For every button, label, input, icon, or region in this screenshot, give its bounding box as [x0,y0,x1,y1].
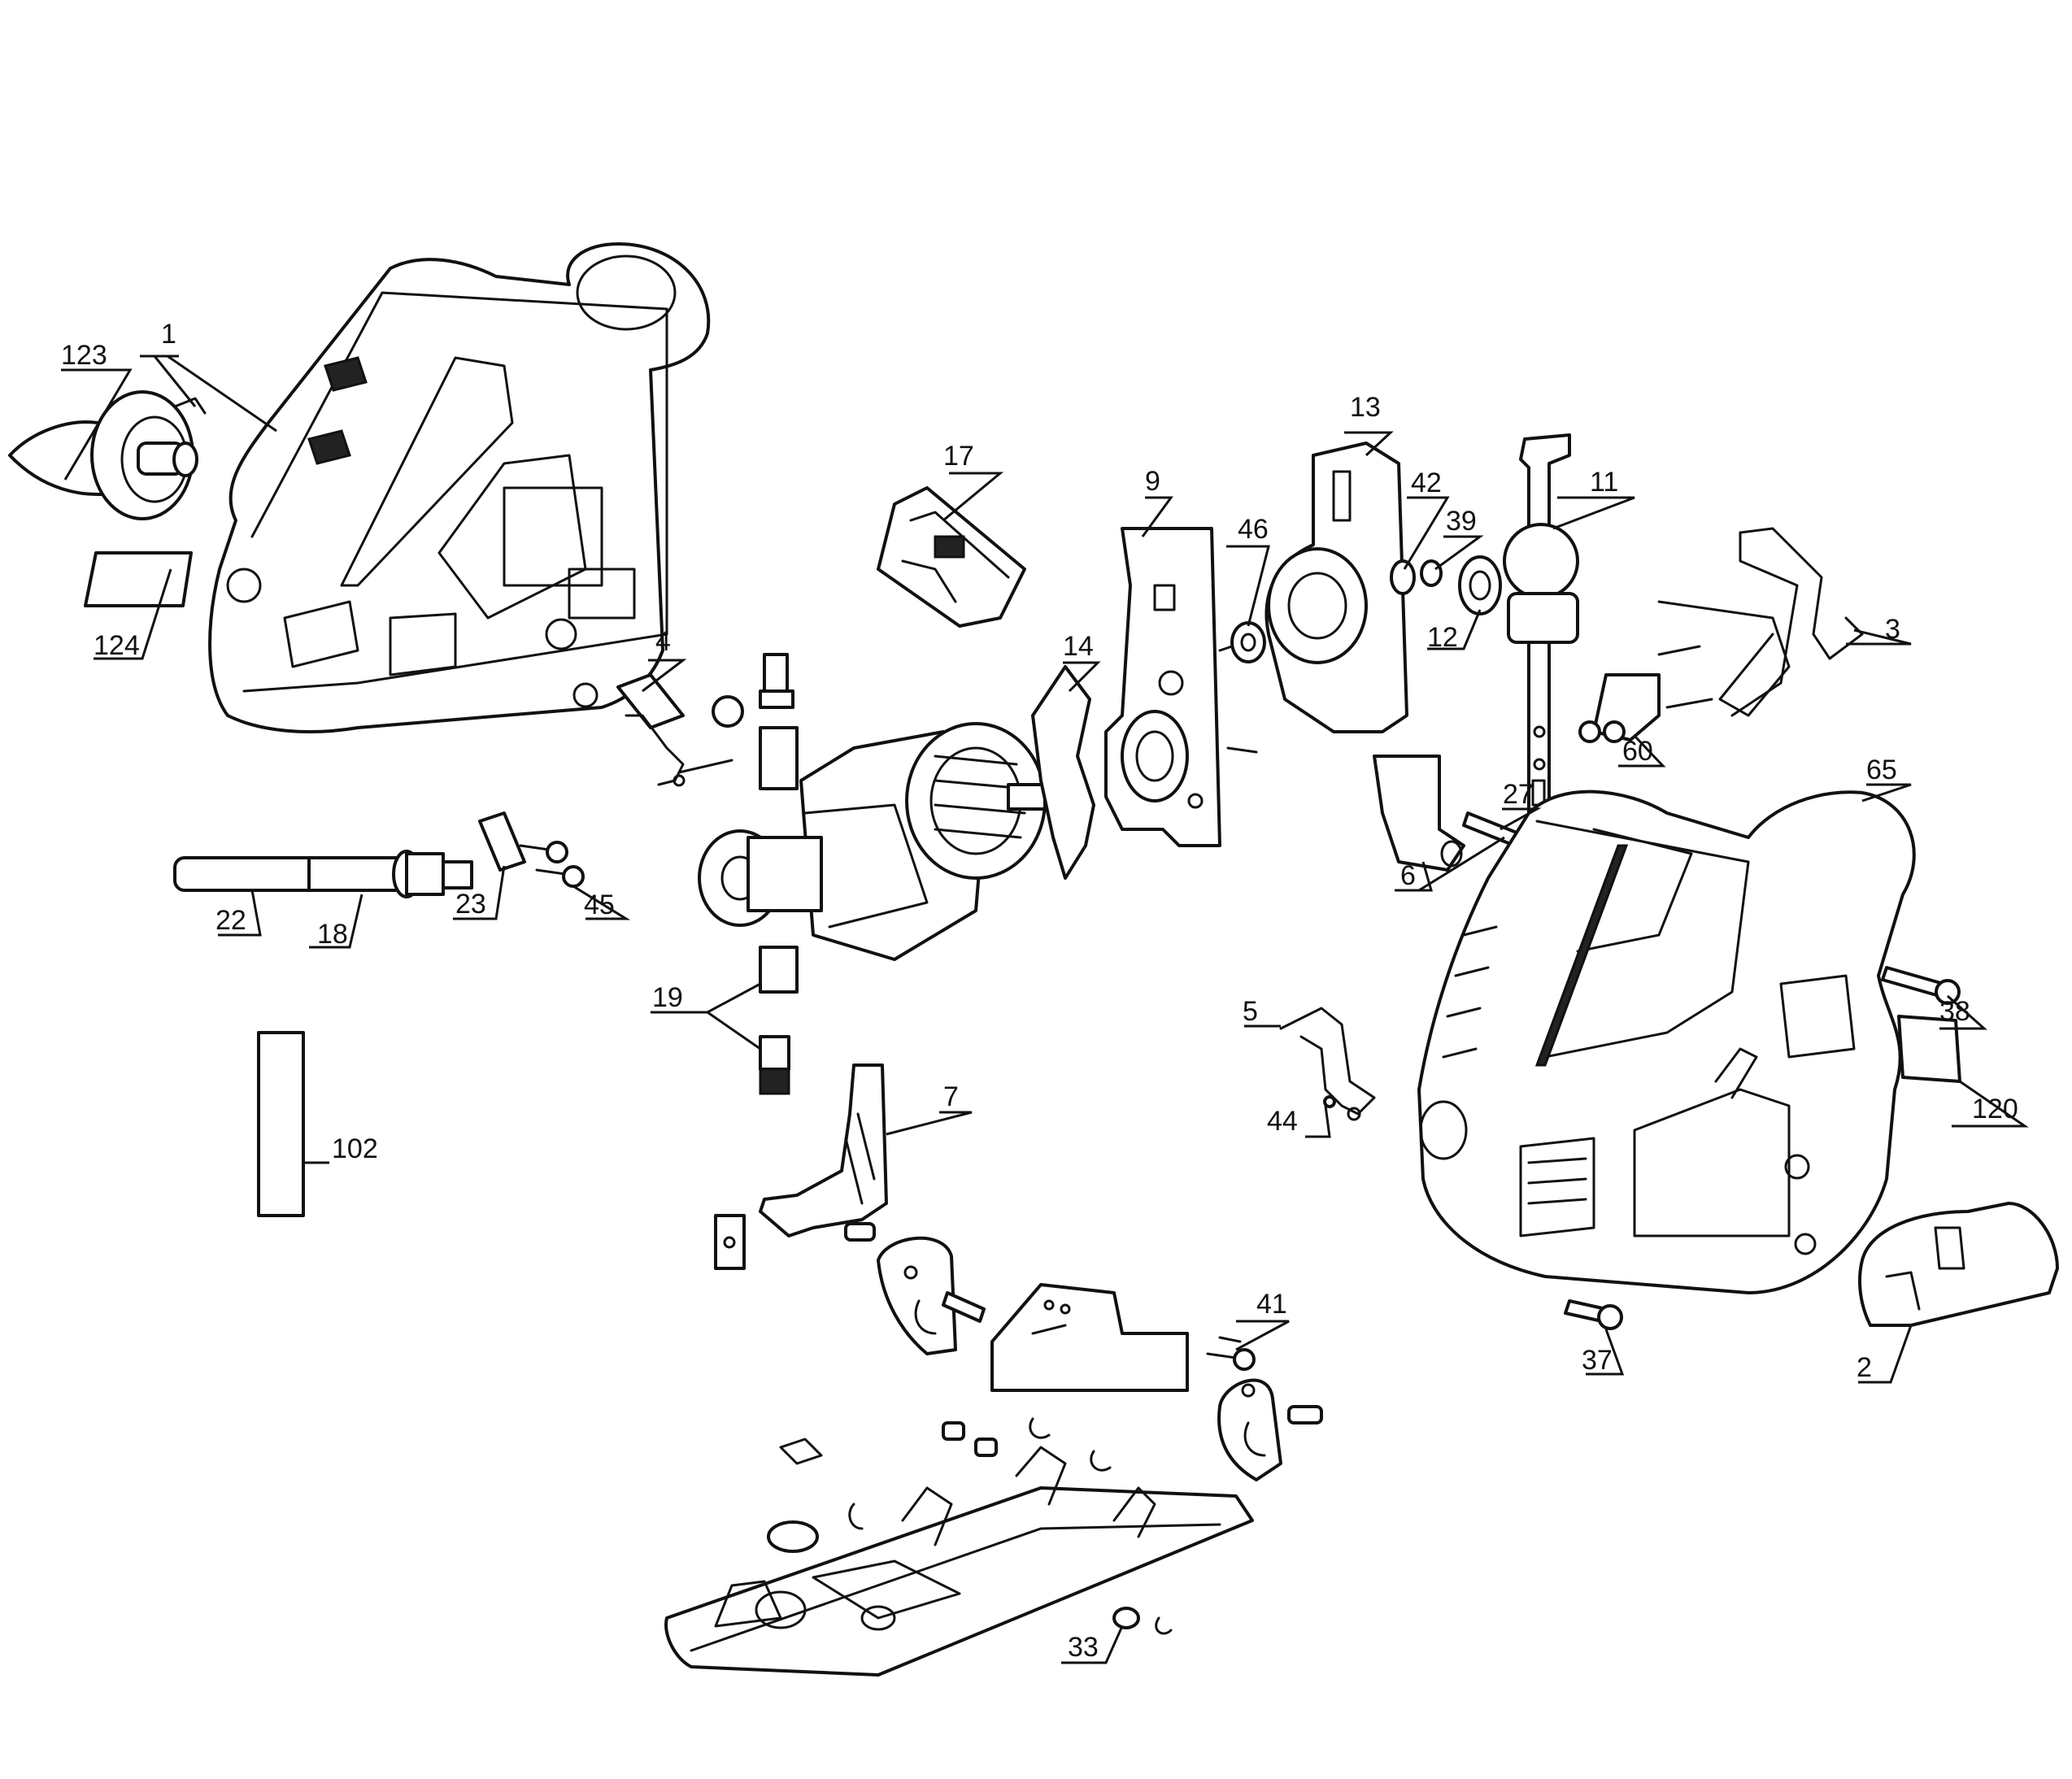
part-46-washer [1230,621,1266,663]
part-small-plate [714,1214,876,1270]
callout-6: 6 [1400,860,1416,891]
callout-19: 19 [652,982,683,1013]
part-14-baffle [1031,665,1095,880]
callout-23: 23 [455,889,486,920]
callout-45: 45 [584,890,615,920]
part-base-shoe [664,1446,1254,1677]
callout-11: 11 [1590,467,1618,498]
callout-39: 39 [1446,506,1477,537]
callout-44: 44 [1267,1106,1298,1137]
part-11-plunger [1503,433,1579,868]
callout-46: 46 [1238,514,1269,545]
part-motor [698,722,1047,961]
callout-18: 18 [317,919,348,950]
callout-102: 102 [332,1133,378,1164]
part-13-gear-housing [1265,441,1408,733]
callout-3: 3 [1885,614,1900,645]
part-bevel-plate [990,1283,1189,1392]
part-124-label [84,551,193,607]
callout-12: 12 [1427,622,1458,653]
part-42-washer [1390,559,1416,595]
part-5-spring [1279,1007,1376,1121]
part-pin [942,1291,986,1323]
part-65-right-housing [1417,789,1916,1294]
callout-2: 2 [1857,1352,1872,1383]
callout-9: 9 [1145,466,1160,497]
part-60-roller-bracket [1578,645,1713,743]
part-12-roller [1458,555,1502,615]
callout-37: 37 [1582,1345,1613,1376]
part-3-wire [1657,527,1864,717]
callout-42: 42 [1411,468,1442,498]
part-44-screw [1323,1095,1336,1108]
part-pivot-plate-right [1217,1378,1323,1481]
part-19-brushes [759,946,799,1095]
callout-33: 33 [1068,1632,1099,1663]
part-38-screw [1881,966,1961,1005]
part-102-label [257,1031,305,1217]
callout-7: 7 [943,1081,959,1112]
part-41-screws [1206,1336,1256,1371]
callout-1: 1 [161,319,176,350]
part-22-shaft [173,856,319,892]
callout-41: 41 [1256,1289,1287,1320]
part-base-fasteners [767,1417,1173,1635]
part-4-lever [616,673,733,787]
callout-14: 14 [1063,631,1094,662]
part-9-gear-plate [1104,527,1258,847]
callout-60: 60 [1622,736,1653,767]
part-pivot-plate-left [877,1236,957,1355]
callout-4: 4 [655,626,671,657]
callout-120: 120 [1972,1094,2018,1124]
part-2-cover [1858,1202,2059,1327]
callout-123: 123 [61,340,107,371]
callout-124: 124 [94,630,140,661]
part-37-screw [1564,1299,1623,1330]
part-1-left-housing [208,242,711,733]
callout-5: 5 [1243,996,1258,1027]
callout-22: 22 [215,905,246,936]
part-6-bracket [1373,755,1465,872]
part-45-screws [519,841,585,888]
leader-lines [61,354,2029,1664]
part-18-sleeve [307,850,473,898]
part-7-bracket [759,1063,888,1237]
part-brush-holder [712,653,799,790]
callout-13: 13 [1350,392,1381,423]
part-1-knob [90,390,207,520]
part-17-switch [877,486,1026,628]
callout-38: 38 [1939,996,1970,1027]
callout-65: 65 [1866,755,1897,785]
part-23-plate [478,811,526,872]
part-39-clip [1420,559,1443,587]
callout-27: 27 [1503,779,1534,810]
callout-17: 17 [943,441,974,472]
